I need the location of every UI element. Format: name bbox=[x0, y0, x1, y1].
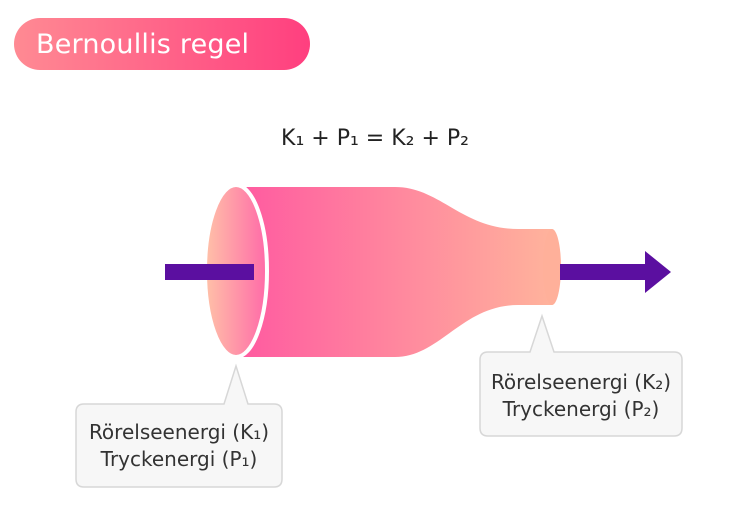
outlet-flow-arrow bbox=[560, 251, 671, 293]
equation-text: K₁ + P₁ = K₂ + P₂ bbox=[281, 126, 469, 151]
inlet-flow-arrow bbox=[165, 264, 254, 280]
inlet-kinetic-energy-label: Rörelseenergi (K₁) bbox=[88, 420, 270, 444]
page-title: Bernoullis regel bbox=[36, 28, 250, 60]
inlet-callout-bubble bbox=[75, 363, 283, 488]
inlet-pressure-energy-label: Tryckenergi (P₁) bbox=[100, 447, 258, 471]
outlet-end-cap bbox=[543, 229, 561, 305]
outlet-callout-bubble bbox=[479, 313, 683, 437]
outlet-kinetic-energy-label: Rörelseenergi (K₂) bbox=[490, 370, 672, 394]
outlet-pressure-energy-label: Tryckenergi (P₂) bbox=[502, 397, 660, 421]
title-banner: Bernoullis regel bbox=[14, 18, 310, 70]
bernoulli-equation: K₁ + P₁ = K₂ + P₂ bbox=[0, 126, 750, 151]
outlet-callout: Rörelseenergi (K₂) Tryckenergi (P₂) bbox=[479, 369, 683, 423]
inlet-callout: Rörelseenergi (K₁) Tryckenergi (P₁) bbox=[74, 419, 284, 473]
pipe-body bbox=[238, 187, 552, 357]
